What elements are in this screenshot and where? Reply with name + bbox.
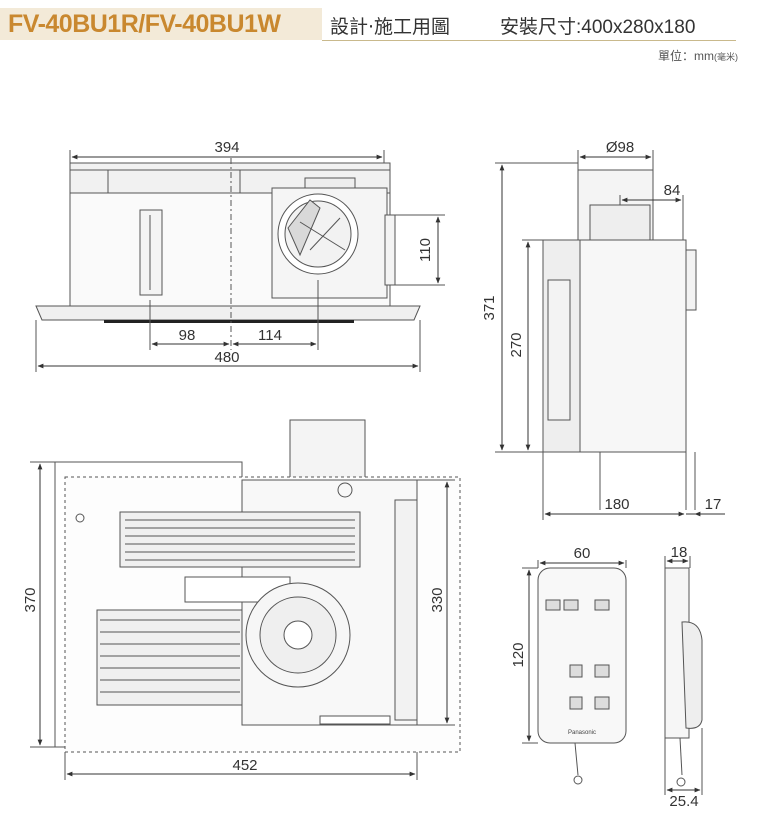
bottom-view [30,419,461,780]
dim-bottom-body-height: 330 [429,587,446,612]
dim-front-top-width: 394 [214,139,239,156]
dim-bottom-width: 452 [232,757,257,774]
dim-front-bottom-width: 480 [214,349,239,366]
install-size: 安裝尺寸:400x280x180 [500,17,696,38]
dim-remote-width: 60 [574,545,591,562]
dim-front-offset-left: 98 [179,327,196,344]
dim-side-flange: 17 [705,496,722,513]
dim-remote-height: 120 [510,642,527,667]
remote-front [522,560,627,785]
dim-bottom-panel-height: 370 [22,587,39,612]
front-base-plate [35,305,421,321]
dim-side-total-height: 371 [481,295,498,320]
bottom-grille-top [119,511,361,568]
dim-remote-depth-bottom: 25.4 [669,793,698,810]
front-bracket [139,209,163,296]
front-view [35,150,445,372]
dim-front-height: 110 [417,238,434,262]
dim-side-body-height: 270 [508,332,525,357]
bottom-grille-bottom [96,609,243,706]
remote-body [537,567,627,744]
unit-note: (毫米) [714,52,738,62]
dim-duct-offset: 84 [664,182,681,199]
unit-label: 單位：mm(毫米) [658,47,738,64]
header: FV-40BU1R/FV-40BU1W 設計‧施工用圖 安裝尺寸:400x280… [0,0,764,63]
unit-text: 單位：mm [658,49,714,63]
bottom-duct [289,419,366,481]
model-banner: FV-40BU1R/FV-40BU1W [0,8,322,40]
drawing-subtitle: 設計‧施工用圖 [330,17,451,38]
dim-front-offset-right: 114 [258,327,282,344]
header-rule [322,40,736,41]
remote-brand: Panasonic [568,730,596,736]
dim-duct-diameter: Ø98 [606,139,634,156]
side-view [495,150,725,520]
model-title: FV-40BU1R/FV-40BU1W [8,10,281,38]
dim-remote-depth-top: 18 [671,544,688,561]
remote-side [664,556,703,795]
dim-side-depth: 180 [604,496,629,513]
